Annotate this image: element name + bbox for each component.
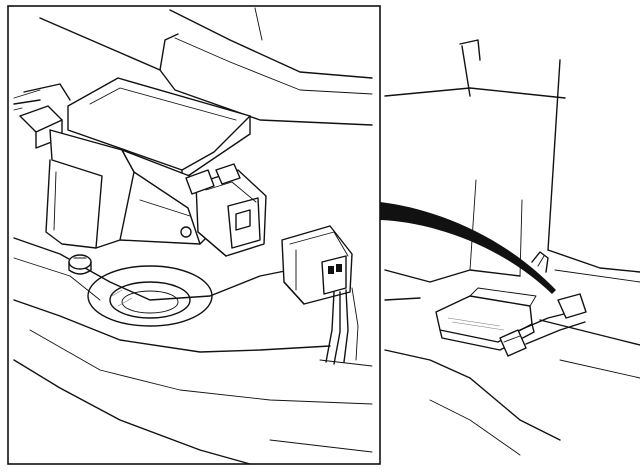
control-unit xyxy=(13,77,251,249)
overview-connector xyxy=(499,293,587,357)
upper-body-panel xyxy=(39,7,373,126)
unit-connector xyxy=(185,163,267,257)
detail-inset-panel xyxy=(7,5,381,465)
floor-recess xyxy=(87,265,213,327)
overview-panel xyxy=(384,39,640,456)
floor-contours xyxy=(13,237,373,465)
callout-pointer xyxy=(380,202,556,294)
wire-clip xyxy=(531,251,549,273)
mounting-bolt xyxy=(68,254,92,275)
module-unit xyxy=(435,287,537,351)
left-wires xyxy=(13,99,41,111)
harness-connector xyxy=(281,225,353,305)
harness-wires xyxy=(325,287,359,365)
floor-panel xyxy=(384,39,640,456)
